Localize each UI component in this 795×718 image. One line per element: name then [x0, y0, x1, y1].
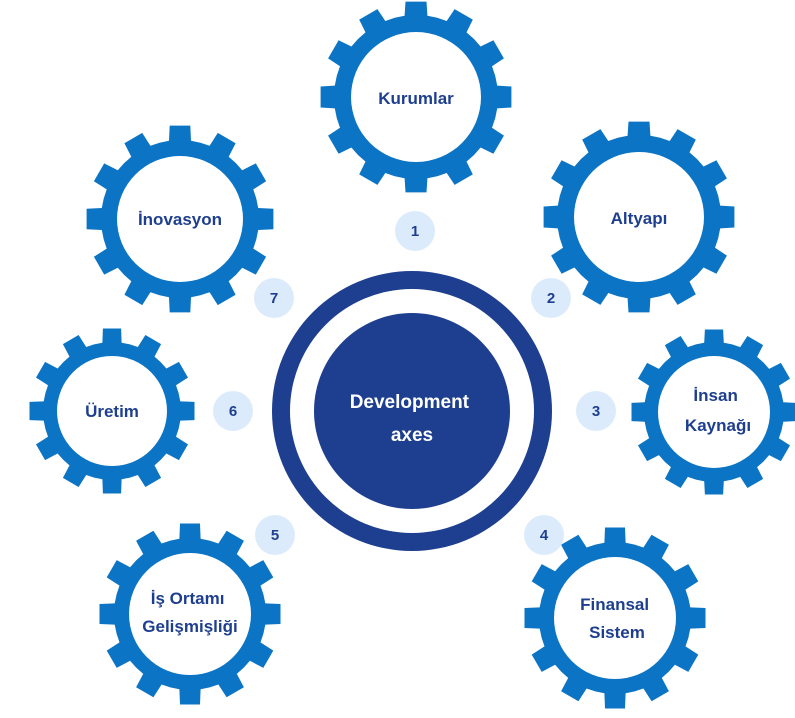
number-badge-7: 7 [254, 278, 294, 318]
gear-label-line: Kaynağı [685, 416, 751, 435]
gear-label-line: Altyapı [611, 209, 668, 228]
gear-center [351, 32, 481, 162]
gear-kurumlar: Kurumlar [320, 1, 512, 193]
number-badge-5: 5 [255, 515, 295, 555]
gear-label: İnovasyon [138, 210, 222, 229]
number-badge-text: 6 [229, 403, 237, 420]
gear-label: Kurumlar [378, 89, 454, 108]
number-badge-text: 3 [592, 403, 600, 420]
gear-label: Altyapı [611, 209, 668, 228]
center-label-line-2: axes [391, 425, 433, 446]
gear-label-line: İnsan [693, 386, 737, 405]
gear-center [117, 156, 243, 282]
gear-label-line: İnovasyon [138, 210, 222, 229]
number-badges: 1 2 3 4 5 6 7 [213, 211, 616, 555]
number-badge-text: 1 [411, 223, 419, 240]
center-hub: Development axes [272, 271, 552, 551]
number-badge-6: 6 [213, 391, 253, 431]
gear-label: İnsan Kaynağı [685, 386, 751, 435]
gear-label: Üretim [85, 402, 139, 421]
gear-label-line: Üretim [85, 402, 139, 421]
gear-finansal-sistem: Finansal Sistem [524, 527, 706, 709]
gear-uretim: Üretim [29, 328, 195, 494]
gear-center [574, 152, 704, 282]
center-core [314, 313, 510, 509]
gear-inovasyon: İnovasyon [86, 125, 274, 313]
center-label: Development axes [350, 392, 475, 446]
number-badge-circle [213, 391, 253, 431]
number-badge-2: 2 [531, 278, 571, 318]
gear-label-line: İş Ortamı [151, 589, 225, 608]
center-label-line-1: Development [350, 392, 470, 413]
gear-label-line: Kurumlar [378, 89, 454, 108]
number-badge-circle [395, 211, 435, 251]
number-badge-3: 3 [576, 391, 616, 431]
number-badge-4: 4 [524, 515, 564, 555]
gear-label-line: Sistem [589, 623, 645, 642]
gear-center [658, 356, 770, 468]
gear-altyapi: Altyapı [543, 121, 735, 313]
number-badge-circle [576, 391, 616, 431]
gear-center [554, 557, 676, 679]
number-badge-text: 7 [270, 290, 278, 307]
number-badge-circle [531, 278, 571, 318]
number-badge-text: 5 [271, 527, 279, 544]
gear-label: Finansal Sistem [580, 595, 654, 642]
number-badge-circle [254, 278, 294, 318]
gear-insan-kaynagi: İnsan Kaynağı [631, 329, 795, 495]
gear-label-line: Gelişmişliği [142, 617, 237, 636]
number-badge-circle [255, 515, 295, 555]
number-badge-circle [524, 515, 564, 555]
gear-center [57, 356, 167, 466]
gear-label: İş Ortamı Gelişmişliği [142, 589, 237, 636]
number-badge-text: 4 [540, 527, 549, 544]
gear-label-line: Finansal [580, 595, 649, 614]
gear-center [129, 553, 251, 675]
gear-is-ortami-gelismisligi: İş Ortamı Gelişmişliği [99, 523, 281, 705]
number-badge-text: 2 [547, 290, 555, 307]
number-badge-1: 1 [395, 211, 435, 251]
